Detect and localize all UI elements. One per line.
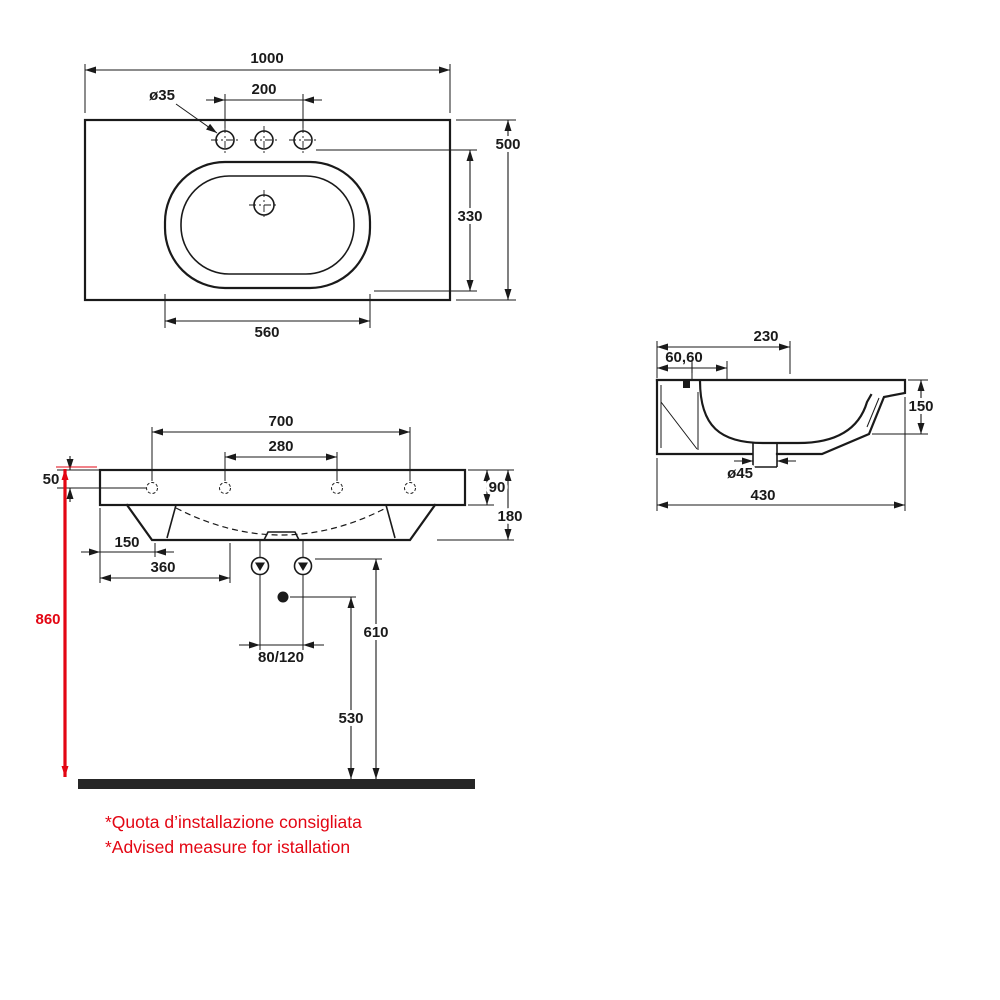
dim-supply-height: 610: [363, 624, 388, 641]
dim-tap-hole-spacing: 200: [251, 81, 276, 98]
top-view-bowl-outer: [163, 160, 372, 290]
dim-rear-offsets: 60,60: [665, 349, 703, 366]
note-english: *Advised measure for istallation: [105, 837, 350, 857]
side-view: 230 60,60 150 ø45 430: [655, 328, 937, 511]
dim-overall-height: 180: [497, 508, 522, 525]
front-view-connections: [250, 541, 313, 603]
top-view-dimensions: [84, 64, 516, 328]
front-view-dimensions: [56, 427, 514, 779]
top-view-bowl-inner: [180, 175, 355, 275]
top-view: 1000 ø35 200 500 330 560: [83, 50, 524, 341]
top-view-center-marks: [211, 126, 317, 220]
top-view-counter-outline: [83, 118, 452, 302]
side-view-interior-lines: [660, 385, 699, 450]
note-italian: *Quota d’installazione consigliata: [105, 812, 362, 832]
dim-overall-depth: 500: [495, 136, 520, 153]
dim-waste-height: 530: [338, 710, 363, 727]
side-view-dimensions: [656, 341, 928, 511]
side-view-waste-section: [752, 443, 778, 468]
dim-inner-centres: 280: [268, 438, 293, 455]
front-view-bowl-hidden-line: [175, 507, 387, 536]
dim-front-height: 150: [908, 398, 933, 415]
dim-tap-hole-diameter: ø35: [149, 87, 175, 104]
side-view-outline-left: [655, 378, 754, 456]
dim-bowl-front-distance: 330: [457, 208, 482, 225]
side-view-bowl-profile: [698, 379, 873, 445]
dim-side-inset: 150: [114, 534, 139, 551]
dim-installation-height: 860: [35, 611, 60, 628]
dim-left-span: 360: [150, 559, 175, 576]
side-view-tap-hole-section: [683, 380, 690, 388]
waste-outlet-symbol: [277, 591, 289, 603]
dim-overall-depth: 430: [750, 487, 775, 504]
dim-apron-height: 90: [489, 479, 506, 496]
floor-line: [78, 779, 475, 789]
dim-top-to-fixings: 50: [43, 471, 60, 488]
water-supply-symbol-right: [293, 556, 313, 576]
dim-waste-diameter: ø45: [727, 465, 753, 482]
front-view-fixing-holes: [146, 482, 416, 494]
dim-fixing-centres: 700: [268, 413, 293, 430]
installation-notes: *Quota d’installazione consigliata *Advi…: [105, 812, 362, 857]
front-view-waste-boss: [263, 531, 300, 541]
side-view-outline-right: [655, 378, 907, 456]
dim-supply-centres: 80/120: [258, 649, 304, 666]
front-view-apron-outline: [125, 503, 437, 542]
dim-bowl-width: 560: [254, 324, 279, 341]
dim-overall-width: 1000: [250, 50, 283, 67]
dim-bowl-depth: 230: [753, 328, 778, 345]
front-view: 700 280 50 90 180 150 360 80/120 610 530…: [32, 413, 526, 789]
water-supply-symbol-left: [250, 556, 270, 576]
